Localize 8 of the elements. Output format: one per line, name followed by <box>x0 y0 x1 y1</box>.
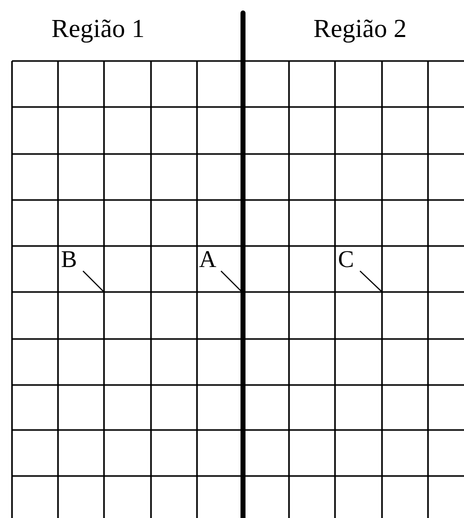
leader-line <box>82 270 104 292</box>
region-heading: Região 1 <box>50 14 146 44</box>
point-label: B <box>61 249 83 271</box>
region-heading: Região 2 <box>312 14 408 44</box>
leader-line <box>360 270 382 292</box>
point-label: C <box>338 249 360 271</box>
point-label: A <box>199 249 221 271</box>
leader-line <box>220 270 242 292</box>
